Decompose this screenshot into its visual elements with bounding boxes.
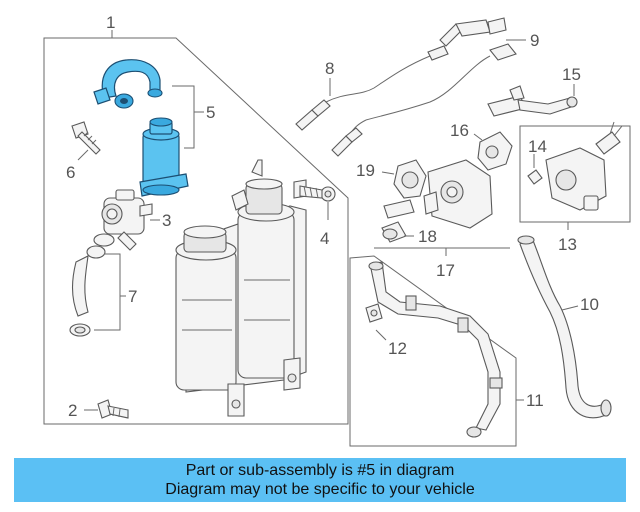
callout-6[interactable]: 6	[66, 163, 75, 182]
part-5-filter[interactable]	[139, 117, 189, 197]
part-17-egr-valve[interactable]	[383, 159, 493, 229]
group-1-outline	[43, 37, 349, 425]
part-16-cover[interactable]	[477, 131, 513, 171]
callout-7[interactable]: 7	[128, 287, 137, 306]
part-18-fitting[interactable]	[381, 221, 407, 243]
callout-15[interactable]: 15	[562, 65, 581, 84]
callout-4[interactable]: 4	[320, 229, 329, 248]
callout-5-bracket	[172, 85, 195, 149]
callout-16[interactable]: 16	[450, 121, 469, 140]
part-7-hose[interactable]	[69, 245, 106, 337]
callout-10[interactable]: 10	[580, 295, 599, 314]
part-14-sensor[interactable]	[527, 169, 543, 185]
part-11-pipe[interactable]	[368, 261, 503, 438]
part-12-connector[interactable]	[365, 303, 383, 323]
part-3-valve[interactable]	[93, 189, 153, 251]
part-19-gasket[interactable]	[393, 159, 427, 199]
part-15-bracket[interactable]	[487, 85, 578, 117]
part-4-bolt[interactable]	[299, 185, 336, 202]
callout-12[interactable]: 12	[388, 339, 407, 358]
part-10-hose[interactable]	[517, 235, 612, 419]
callout-1[interactable]: 1	[106, 13, 115, 32]
callout-5[interactable]: 5	[206, 103, 215, 122]
banner-line-2: Diagram may not be specific to your vehi…	[165, 481, 475, 498]
callout-14[interactable]: 14	[528, 137, 547, 156]
part-2-bolt[interactable]	[97, 399, 129, 419]
callout-17[interactable]: 17	[436, 261, 455, 280]
callout-3[interactable]: 3	[162, 211, 171, 230]
part-8-sensor[interactable]	[295, 45, 449, 131]
callout-7-bracket	[94, 253, 121, 331]
callout-18[interactable]: 18	[418, 227, 437, 246]
callout-9[interactable]: 9	[530, 31, 539, 50]
callout-13[interactable]: 13	[558, 235, 577, 254]
part-9-sensor[interactable]	[331, 17, 517, 157]
part-5-hose[interactable]	[93, 59, 163, 109]
part-6-bolt[interactable]	[71, 121, 101, 155]
part-1-canister[interactable]	[175, 159, 307, 417]
callout-11[interactable]: 11	[526, 391, 544, 410]
callout-8[interactable]: 8	[325, 59, 334, 78]
banner-line-1: Part or sub-assembly is #5 in diagram	[185, 462, 455, 479]
callout-2[interactable]: 2	[68, 401, 77, 420]
group-13-outline	[519, 125, 631, 223]
group-11-outline	[349, 255, 517, 447]
part-13-valve[interactable]	[545, 121, 623, 211]
info-banner: Part or sub-assembly is #5 in diagram Di…	[14, 458, 626, 502]
callout-19[interactable]: 19	[356, 161, 375, 180]
